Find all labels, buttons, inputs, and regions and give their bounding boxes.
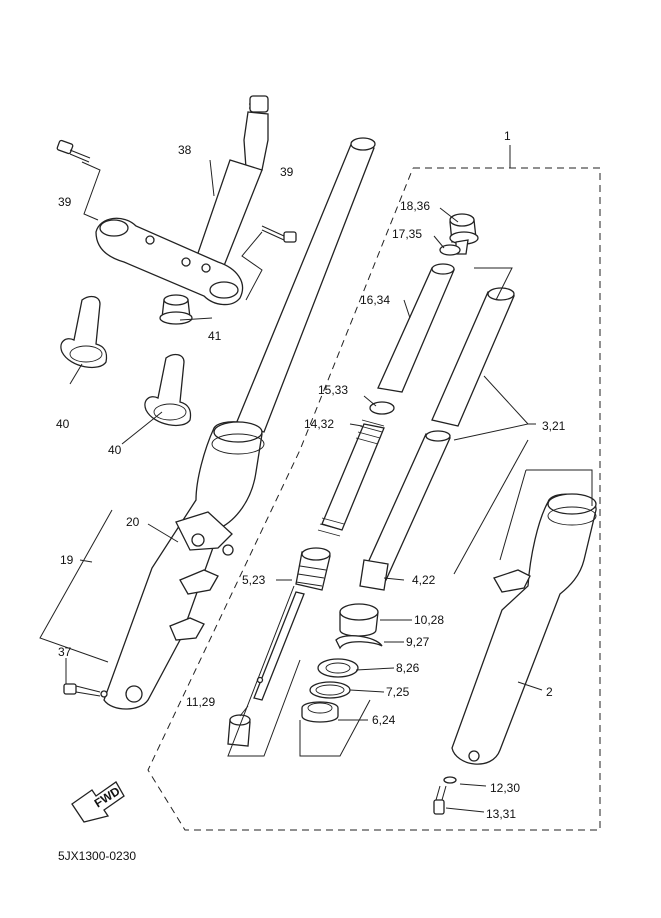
callout-13-31: 13,31	[486, 807, 516, 821]
callout-20: 20	[126, 515, 140, 529]
oring-17-35	[439, 244, 461, 256]
spacer-16-34	[377, 263, 455, 393]
bushing-7-25	[309, 681, 351, 699]
callout-9-27: 9,27	[406, 635, 430, 649]
callout-41: 41	[208, 329, 222, 343]
cover-40-b	[144, 353, 192, 427]
callout-1: 1	[504, 129, 511, 143]
bolt-18-36	[449, 213, 479, 255]
oil-seal-10-28	[339, 603, 379, 637]
inner-tube	[235, 137, 376, 433]
callout-40-b: 40	[108, 443, 122, 457]
bushing-6-24	[301, 701, 339, 723]
callout-18-36: 18,36	[400, 199, 430, 213]
bolt-13-31	[433, 785, 447, 815]
cover-40-a	[60, 295, 108, 369]
callout-6-24: 6,24	[372, 713, 396, 727]
fwd-arrow-icon: FWD	[71, 781, 125, 823]
outer-tube-20	[103, 421, 265, 710]
callout-17-35: 17,35	[392, 227, 422, 241]
bolt-37	[63, 683, 108, 698]
callout-12-30: 12,30	[490, 781, 520, 795]
inner-tube-4-22	[359, 430, 451, 591]
bolt-39-top	[56, 139, 91, 163]
callout-15-33: 15,33	[318, 383, 348, 397]
bolt-39-right	[261, 225, 297, 243]
assembly-1-boundary	[147, 167, 601, 831]
callout-8-26: 8,26	[396, 661, 420, 675]
inner-tube-3-21	[431, 287, 515, 427]
damper-rod-5-23	[253, 547, 331, 701]
callout-16-34: 16,34	[360, 293, 390, 307]
washer-12-30	[443, 776, 457, 784]
outer-tube-2	[451, 493, 597, 765]
collar-41	[159, 294, 193, 325]
washer-15-33	[369, 401, 395, 415]
callout-19: 19	[60, 553, 74, 567]
under-bracket	[95, 217, 244, 306]
callout-7-25: 7,25	[386, 685, 410, 699]
callout-38: 38	[178, 143, 192, 157]
callout-3-21: 3,21	[542, 419, 566, 433]
callout-14-32: 14,32	[304, 417, 334, 431]
washer-8-26	[317, 658, 359, 678]
callout-5-23: 5,23	[242, 573, 266, 587]
drawing-code: 5JX1300-0230	[58, 849, 136, 863]
callout-37: 37	[58, 645, 72, 659]
callout-39-top: 39	[58, 195, 72, 209]
spring-14-32	[317, 419, 385, 537]
callout-39-right: 39	[280, 165, 294, 179]
callout-10-28: 10,28	[414, 613, 444, 627]
callout-2: 2	[546, 685, 553, 699]
callout-11-29: 11,29	[186, 695, 215, 709]
callout-40-a: 40	[56, 417, 70, 431]
rod-piece-11-29	[227, 714, 251, 747]
callout-4-22: 4,22	[412, 573, 436, 587]
clip-9-27	[335, 635, 383, 650]
